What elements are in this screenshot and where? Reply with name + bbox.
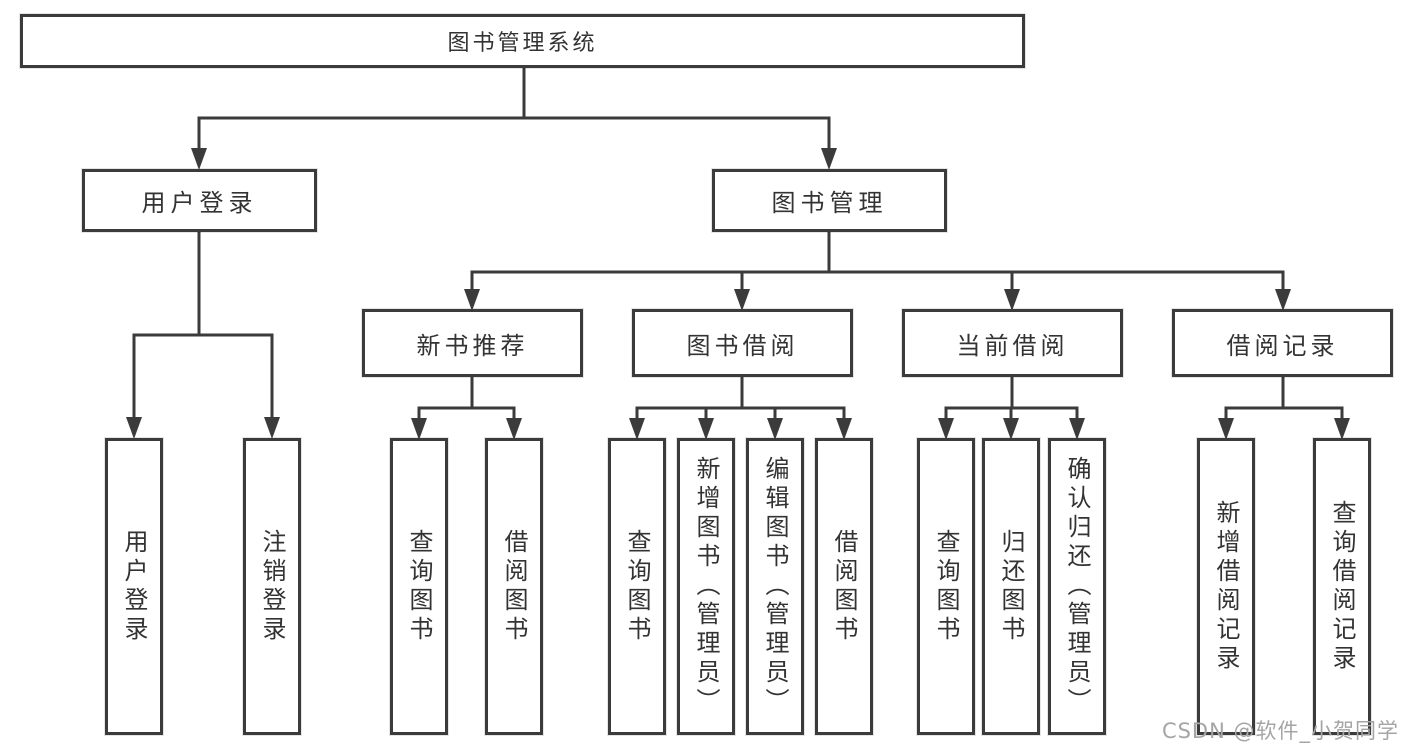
leaf-user-login: 用户登录 bbox=[105, 438, 163, 735]
node-label: 新书推荐 bbox=[416, 331, 529, 360]
node-borrowing-records: 借阅记录 bbox=[1172, 309, 1393, 377]
leaf-borrow-books: 借阅图书 bbox=[815, 438, 873, 735]
leaf-return-books: 归还图书 bbox=[982, 438, 1040, 735]
node-label: 当前借阅 bbox=[956, 331, 1069, 360]
leaf-borrow-books-recommend: 借阅图书 bbox=[485, 438, 543, 735]
leaf-confirm-return-admin: 确认归还（管理员） bbox=[1048, 438, 1106, 735]
node-label: 编辑图书（管理员） bbox=[761, 456, 789, 717]
node-label: 用户登录 bbox=[141, 189, 258, 217]
node-book-borrowing: 图书借阅 bbox=[632, 309, 853, 377]
node-label: 注销登录 bbox=[258, 528, 286, 645]
node-label: 借阅图书 bbox=[500, 528, 528, 645]
node-label: 确认归还（管理员） bbox=[1063, 456, 1091, 717]
node-new-book-recommendation: 新书推荐 bbox=[362, 309, 583, 377]
node-label: 新增图书（管理员） bbox=[692, 456, 720, 717]
leaf-add-borrow-record: 新增借阅记录 bbox=[1197, 438, 1255, 735]
node-label: 查询借阅记录 bbox=[1328, 499, 1356, 674]
node-user-login: 用户登录 bbox=[82, 169, 317, 232]
node-label: 图书借阅 bbox=[686, 331, 799, 360]
node-label: 新增借阅记录 bbox=[1212, 499, 1240, 674]
leaf-add-book-admin: 新增图书（管理员） bbox=[677, 438, 735, 735]
csdn-watermark: CSDN @软件_小贺同学 bbox=[1161, 719, 1399, 743]
node-label: 借阅记录 bbox=[1226, 331, 1339, 360]
node-label: 图书管理 bbox=[771, 189, 888, 217]
node-current-borrowing: 当前借阅 bbox=[902, 309, 1123, 377]
leaf-query-books-current: 查询图书 bbox=[917, 438, 975, 735]
leaf-logout: 注销登录 bbox=[243, 438, 301, 735]
node-label: 查询图书 bbox=[623, 528, 651, 645]
node-label: 用户登录 bbox=[120, 528, 148, 645]
node-label: 查询图书 bbox=[405, 528, 433, 645]
node-label: 归还图书 bbox=[997, 528, 1025, 645]
leaf-query-borrow-record: 查询借阅记录 bbox=[1313, 438, 1371, 735]
node-label: 图书管理系统 bbox=[447, 31, 598, 56]
node-book-management: 图书管理 bbox=[712, 169, 947, 232]
leaf-query-books-borrow: 查询图书 bbox=[608, 438, 666, 735]
node-label: 查询图书 bbox=[932, 528, 960, 645]
leaf-edit-book-admin: 编辑图书（管理员） bbox=[746, 438, 804, 735]
node-library-management-system: 图书管理系统 bbox=[20, 14, 1025, 68]
leaf-query-books-recommend: 查询图书 bbox=[390, 438, 448, 735]
node-label: 借阅图书 bbox=[830, 528, 858, 645]
